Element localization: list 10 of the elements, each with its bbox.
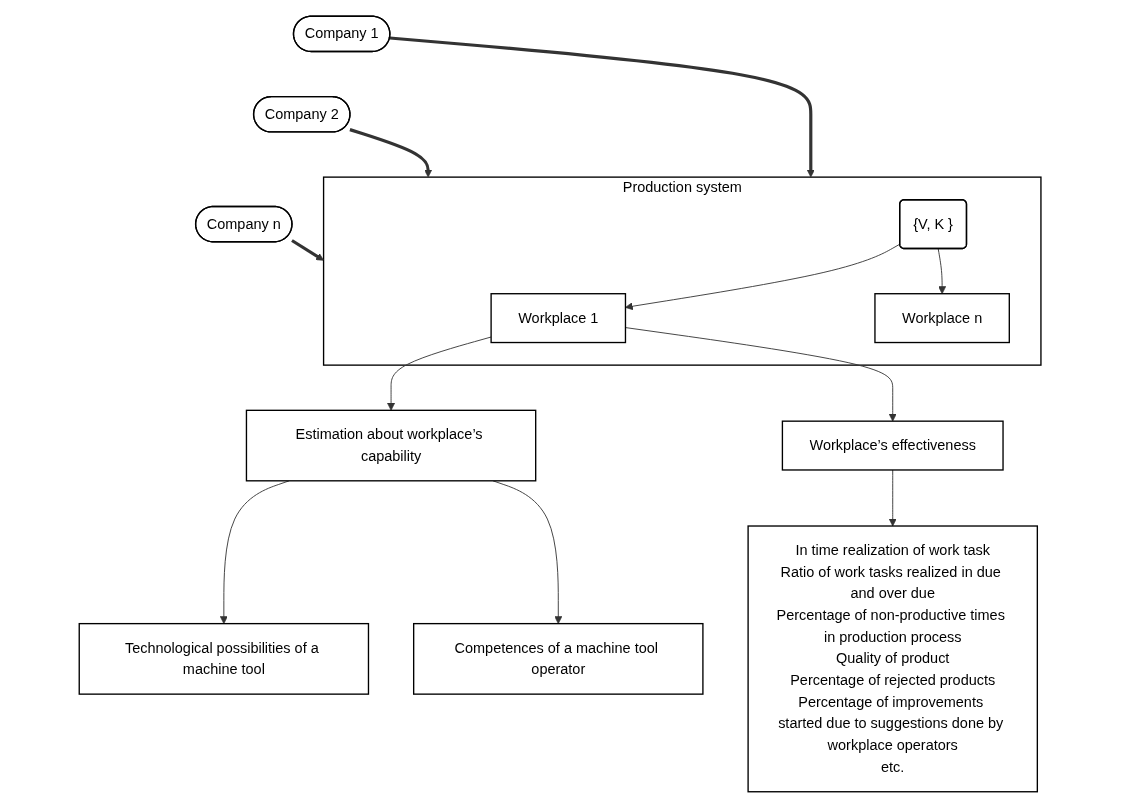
arrow <box>390 35 816 177</box>
node-box: Estimation about workplace’s capability <box>246 409 537 481</box>
node-box: Technological possibilities of a machine tool <box>78 622 370 695</box>
node-box: Competences of a machine tool operator <box>413 622 704 695</box>
arrow <box>349 127 433 177</box>
arrow <box>291 238 325 261</box>
node-box: Workplace’s effectiveness <box>782 420 1005 471</box>
node-box: In time realization of work task Ratio of work tasks realized in due and over due Percentage of non-productive times in production process Quality of product Percentage of rejected products Percentage of improvements started due to suggestions done by workplace operators etc. <box>747 524 1039 792</box>
node-box: Workplace 1 <box>490 292 627 343</box>
node-box: Workplace n <box>874 292 1011 343</box>
